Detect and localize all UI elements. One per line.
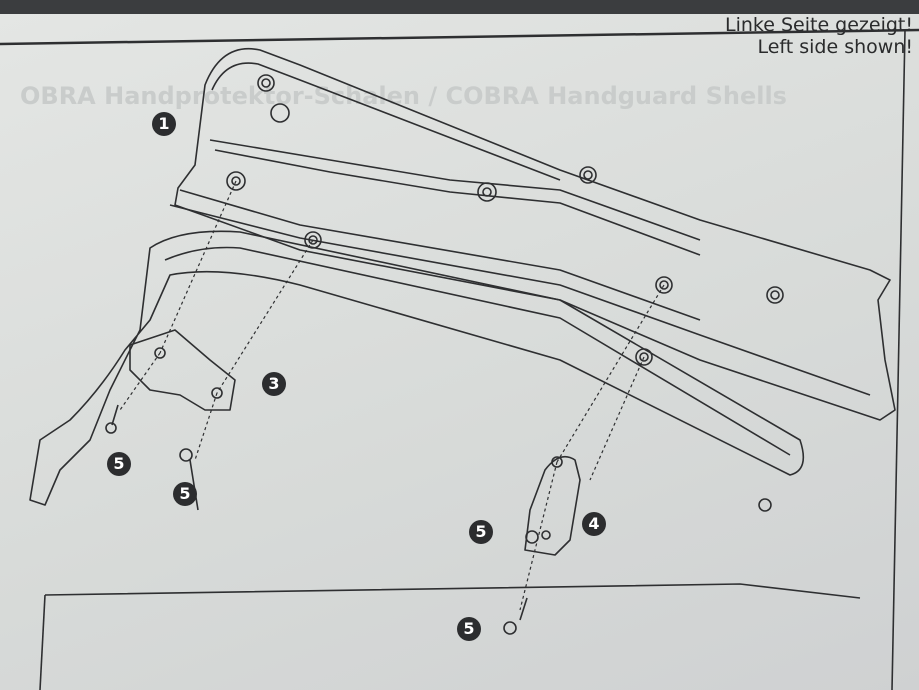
top-rule bbox=[0, 28, 919, 46]
callout-5-a: 5 bbox=[107, 452, 131, 476]
show-through-title: OBRA Handprotektor-Schalen / COBRA Handg… bbox=[20, 82, 787, 110]
side-note-english: Left side shown! bbox=[757, 36, 913, 58]
bottom-rule bbox=[44, 583, 861, 599]
callout-3: 3 bbox=[262, 372, 286, 396]
callout-5-c: 5 bbox=[469, 520, 493, 544]
sheet-edge bbox=[0, 0, 919, 14]
bracket-right bbox=[524, 455, 581, 556]
bracket-left bbox=[129, 329, 236, 411]
callout-5-b: 5 bbox=[173, 482, 197, 506]
right-rule bbox=[891, 29, 906, 690]
screws bbox=[105, 404, 539, 635]
left-rule bbox=[39, 594, 46, 690]
mounting-holes bbox=[226, 74, 784, 512]
handguard-shell bbox=[174, 48, 896, 421]
handguard-bar bbox=[29, 230, 805, 506]
callout-4: 4 bbox=[582, 512, 606, 536]
callout-5-d: 5 bbox=[457, 617, 481, 641]
callout-1: 1 bbox=[152, 112, 176, 136]
